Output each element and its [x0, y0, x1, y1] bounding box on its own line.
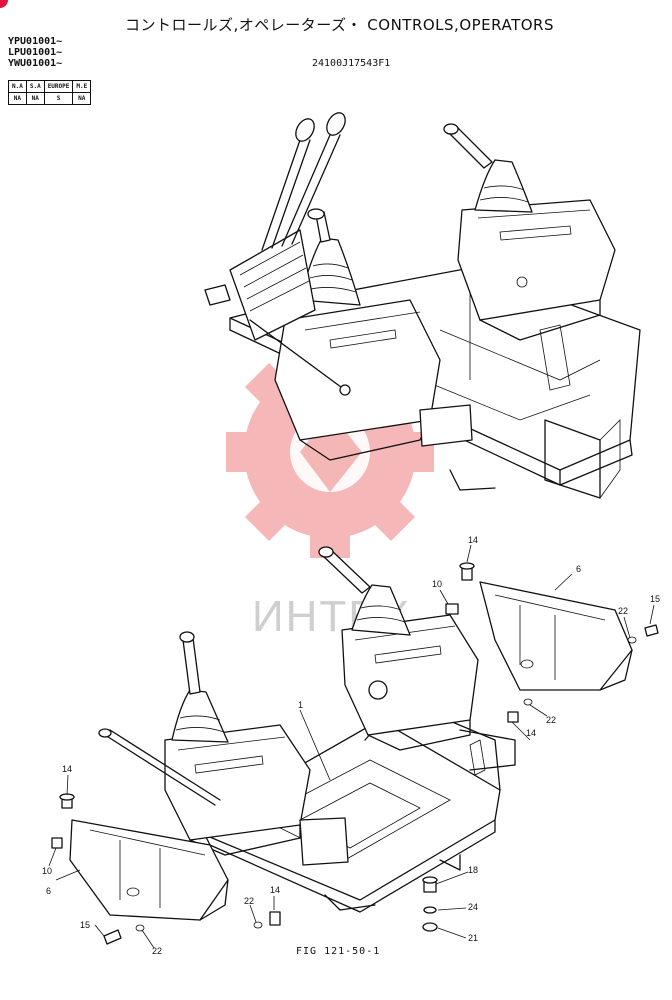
region-applicability-table: N.A S.A EUROPE M.E NA NA S NA	[8, 80, 92, 105]
callout-22-left: 22	[152, 946, 163, 956]
serial-range-ypu: YPU01001~	[8, 36, 63, 47]
figure-label: FIG 121-50-1	[296, 946, 381, 957]
page-title: コントロールズ,オペレーターズ・ CONTROLS,OPERATORS	[125, 16, 554, 34]
callout-22-bottom: 22	[244, 896, 255, 906]
callout-10-right: 10	[432, 579, 443, 589]
callout-21: 21	[468, 933, 479, 943]
region-header-me: M.E	[72, 80, 92, 93]
region-value-me: NA	[72, 92, 92, 105]
callout-24: 24	[468, 902, 479, 912]
region-value-europe: S	[43, 92, 74, 105]
region-value-na: NA	[8, 92, 27, 105]
illustration-part-number: 24100J17543F1	[312, 58, 391, 69]
callout-18: 18	[468, 865, 479, 875]
callout-14-top: 14	[468, 535, 479, 545]
callout-14-mid: 14	[526, 728, 537, 738]
callout-15-right: 15	[650, 594, 661, 604]
corner-marker	[0, 0, 8, 8]
callout-14-left: 14	[62, 764, 73, 774]
callout-6-right: 6	[576, 564, 582, 574]
region-value-row: NA NA S NA	[8, 92, 92, 105]
serial-range-ywu: YWU01001~	[8, 58, 63, 69]
callout-14-bottom: 14	[270, 885, 281, 895]
callout-10-left: 10	[42, 866, 53, 876]
serial-range-lpu: LPU01001~	[8, 47, 63, 58]
callout-22-mid: 22	[546, 715, 557, 725]
callout-22-right: 22	[618, 606, 629, 616]
region-header-row: N.A S.A EUROPE M.E	[8, 80, 92, 93]
callout-6-left: 6	[46, 886, 52, 896]
region-value-sa: NA	[25, 92, 45, 105]
callout-1: 1	[298, 700, 304, 710]
callout-15-left: 15	[80, 920, 91, 930]
